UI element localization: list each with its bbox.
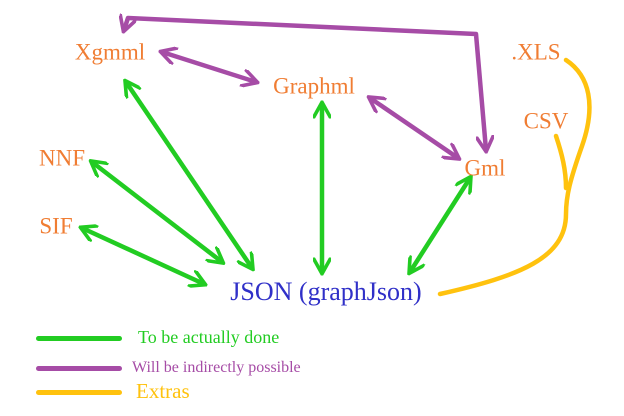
legend-label-indirect: Will be indirectly possible (132, 359, 301, 376)
edge-xgmml-graphml (162, 52, 256, 82)
legend-label-to-be-done: To be actually done (138, 327, 280, 347)
node-xgmml: Xgmml (74, 39, 146, 65)
node-gml: Gml (464, 155, 506, 181)
edge-xgmml-gml (124, 18, 486, 150)
edge-nnf-json (92, 162, 222, 262)
edge-csv-json (553, 133, 569, 191)
node-csv: CSV (523, 108, 569, 134)
edge-gml-json (410, 178, 470, 272)
legend-swatch-green (36, 336, 122, 341)
legend-swatch-purple (36, 366, 122, 371)
edge-xgmml-json (126, 82, 252, 268)
node-json: JSON (graphJson) (230, 277, 422, 306)
legend-label-extras: Extras (136, 379, 190, 403)
edge-xls-json (437, 57, 592, 297)
legend-swatch-yellow (36, 390, 122, 395)
node-nnf: NNF (38, 145, 86, 171)
node-sif: SIF (39, 213, 73, 239)
node-xls: .XLS (511, 39, 561, 65)
node-graphml: Graphml (273, 73, 355, 99)
edge-sif-json (82, 228, 204, 284)
edge-graphml-gml (370, 98, 458, 158)
